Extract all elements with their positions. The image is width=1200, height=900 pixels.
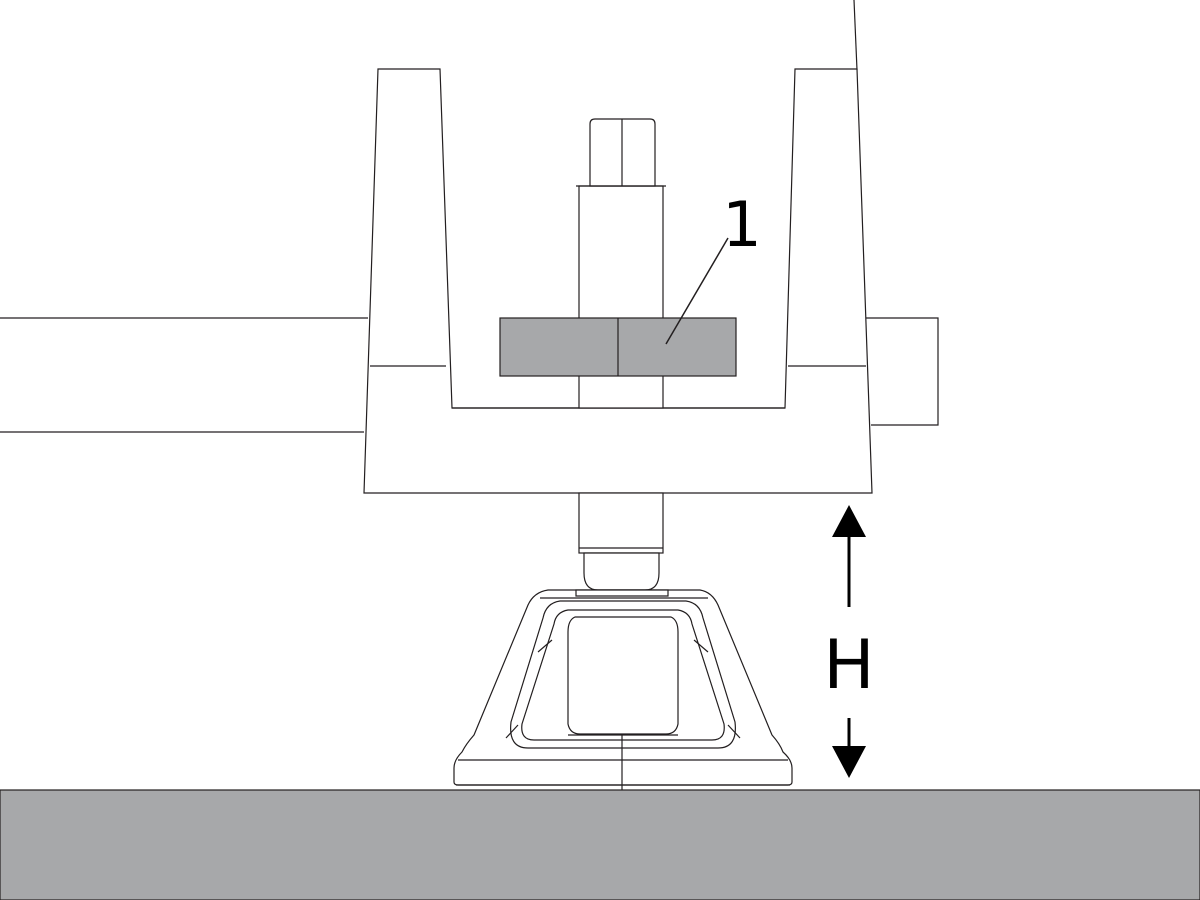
- lock-nut: [499, 317, 737, 377]
- height-dimension: [832, 505, 866, 778]
- leveling-foot-base: [453, 589, 793, 790]
- left-beam: [0, 317, 368, 433]
- callout-1-label: 1: [722, 188, 761, 261]
- height-label: H: [823, 626, 874, 705]
- floor: [0, 789, 1200, 900]
- callout-1-leader: [665, 237, 729, 345]
- right-block: [866, 317, 939, 426]
- frame-edge-line: [853, 0, 858, 71]
